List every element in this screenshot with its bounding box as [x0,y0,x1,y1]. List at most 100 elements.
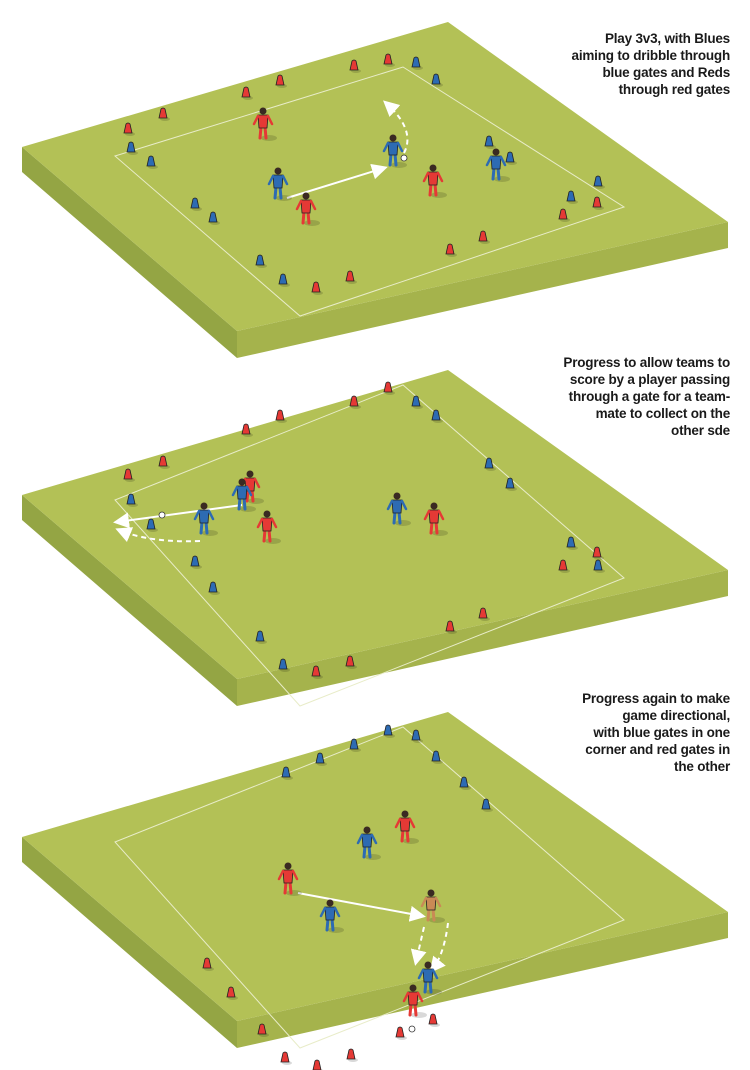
red-player-icon [252,107,277,141]
red-player-icon [423,502,448,536]
red-cone-icon [311,281,323,295]
red-cone-icon [395,1026,407,1040]
red-player-icon [394,810,419,844]
red-cone-icon [123,468,135,482]
pitch-slab [22,370,728,706]
blue-player-icon [231,478,256,512]
blue-cone-icon [208,581,220,595]
blue-cone-icon [315,752,327,766]
blue-cone-icon [411,56,423,70]
caption-line: mate to collect on the [595,406,731,421]
red-cone-icon [275,74,287,88]
pitch-slab [22,712,728,1048]
caption-line: other sde [671,423,730,438]
red-cone-icon [226,986,238,1000]
blue-player-icon [386,492,411,526]
red-cone-icon [478,230,490,244]
run-arrow [115,527,201,543]
blue-cone-icon [593,559,605,573]
caption-line: through a gate for a team- [568,389,731,404]
panel-caption: Play 3v3, with Blues aiming to dribble th… [571,30,731,98]
caption-line: through red gates [618,82,731,97]
blue-cone-icon [411,729,423,743]
caption-line: Play 3v3, with Blues [604,31,730,46]
red-player-icon [239,470,264,504]
blue-player-icon [382,134,407,168]
red-cone-icon [383,53,395,67]
panel-caption: Progress again to make game directional, w… [582,690,730,775]
blue-cone-icon [278,273,290,287]
blue-cone-icon [190,555,202,569]
red-player-icon [256,510,281,544]
red-cone-icon [592,196,604,210]
ball-icon [408,1025,416,1033]
ball-icon [158,511,166,519]
red-cone-icon [158,455,170,469]
red-cone-icon [445,620,457,634]
blue-player-icon [267,167,292,201]
red-player-icon [402,984,427,1018]
caption-line: score by a player passing [569,372,730,387]
red-cone-icon [345,270,357,284]
blue-cone-icon [431,750,443,764]
red-cone-icon [346,1048,358,1062]
caption-line: with blue gates in one [593,725,730,740]
red-cone-icon [345,655,357,669]
red-cone-icon [445,243,457,257]
caption-line: blue gates and Reds [602,65,731,80]
blue-cone-icon [255,630,267,644]
caption-line: game directional, [622,708,730,723]
pass-arrow [286,163,388,199]
red-cone-icon [202,957,214,971]
run-arrow [429,922,449,974]
pitch-diagram [22,712,728,1070]
boundary-line [113,66,626,317]
blue-cone-icon [566,190,578,204]
blue-cone-icon [255,254,267,268]
red-cone-icon [123,122,135,136]
red-cone-icon [280,1051,292,1065]
blue-cone-icon [146,155,158,169]
blue-player-icon [193,502,218,536]
red-cone-icon [257,1023,269,1037]
pass-arrow [113,504,243,529]
red-cone-icon [241,86,253,100]
red-cone-icon [158,107,170,121]
blue-cone-icon [349,738,361,752]
ball-icon [400,154,408,162]
blue-cone-icon [481,798,493,812]
boundary-line [114,384,625,707]
blue-cone-icon [126,493,138,507]
blue-cone-icon [431,73,443,87]
red-cone-icon [241,423,253,437]
red-player-icon [422,164,447,198]
caption-line: Progress again to make [582,691,730,706]
red-cone-icon [311,665,323,679]
blue-cone-icon [281,766,293,780]
ghost-player-icon [420,889,445,923]
red-cone-icon [558,208,570,222]
blue-player-icon [356,826,381,860]
red-cone-icon [349,59,361,73]
blue-cone-icon [505,477,517,491]
blue-cone-icon [208,211,220,225]
blue-cone-icon [484,457,496,471]
blue-player-icon [319,899,344,933]
red-cone-icon [349,395,361,409]
blue-cone-icon [411,395,423,409]
blue-cone-icon [459,776,471,790]
run-arrow [383,100,409,154]
red-cone-icon [312,1059,324,1070]
red-cone-icon [275,409,287,423]
blue-cone-icon [278,658,290,672]
blue-cone-icon [566,536,578,550]
red-cone-icon [592,546,604,560]
pitch-diagram [22,370,728,707]
blue-cone-icon [593,175,605,189]
pitch-diagram [22,22,728,358]
blue-cone-icon [431,409,443,423]
caption-line: the other [674,759,730,774]
blue-player-icon [485,148,510,182]
caption-line: aiming to dribble through [571,48,731,63]
